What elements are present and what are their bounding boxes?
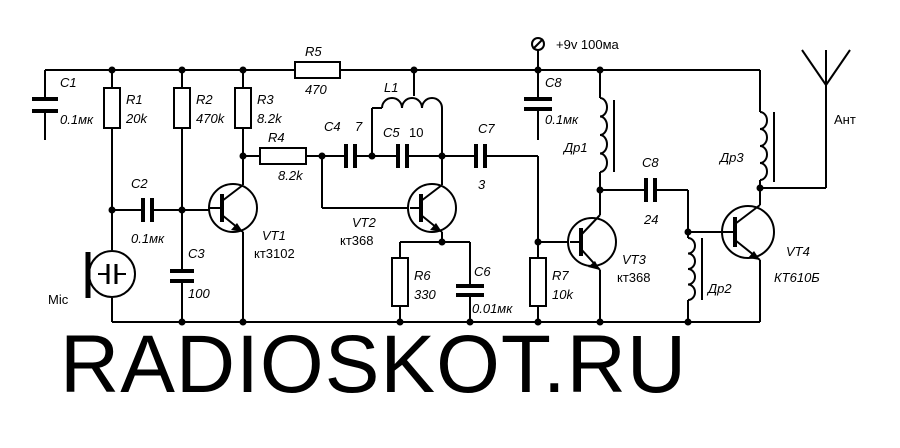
inductor-Dr3: Др3 (718, 111, 775, 182)
R4-value: 8.2k (278, 168, 304, 183)
C8b-ref: C8 (642, 155, 659, 170)
inductor-L1: L1 (381, 80, 443, 109)
R5-value: 470 (305, 82, 327, 97)
R5-ref: R5 (305, 44, 322, 59)
capacitor-C4: C4 7 (324, 119, 363, 168)
C5-value: 10 (409, 125, 423, 140)
inductor-Dr1: Др1 (562, 97, 615, 173)
R7-ref: R7 (552, 268, 569, 283)
R2-ref: R2 (196, 92, 213, 107)
C1-value: 0.1мк (60, 112, 94, 127)
VT4-type: КТ610Б (774, 270, 820, 285)
C1-ref: C1 (60, 75, 77, 90)
C8a-ref: C8 (545, 75, 562, 90)
C2-ref: C2 (131, 176, 148, 191)
power-terminal: +9v 100ма (531, 37, 620, 52)
C5-ref: C5 (383, 125, 400, 140)
microphone: Mic (48, 250, 136, 307)
C7-value: 3 (478, 177, 486, 192)
inductor-Dr2: Др2 (687, 237, 732, 301)
mic-label: Mic (48, 292, 69, 307)
resistor-R1: R1 20k (103, 87, 148, 129)
capacitor-C2: C2 0.1мк (131, 176, 165, 246)
transistor-VT4: VT4 КТ610Б (721, 204, 820, 285)
C8a-value: 0.1мк (545, 112, 579, 127)
R1-ref: R1 (126, 92, 143, 107)
resistor-R3: R3 8.2k (234, 87, 283, 129)
Dr1-ref: Др1 (562, 140, 588, 155)
power-label: +9v 100ма (556, 37, 620, 52)
transistor-VT2: VT2 кт368 (340, 183, 457, 248)
L1-ref: L1 (384, 80, 398, 95)
Dr3-ref: Др3 (718, 150, 744, 165)
capacitor-C8-coupling: C8 24 (642, 155, 659, 227)
VT3-ref: VT3 (622, 252, 647, 267)
antenna-icon: Ант (801, 49, 856, 127)
resistor-R6: R6 330 (391, 257, 436, 307)
VT2-type: кт368 (340, 233, 373, 248)
resistor-R4: R4 8.2k (259, 130, 307, 183)
VT1-type: кт3102 (254, 246, 295, 261)
R7-value: 10k (552, 287, 574, 302)
antenna-label: Ант (834, 112, 856, 127)
VT2-ref: VT2 (352, 215, 377, 230)
R4-ref: R4 (268, 130, 285, 145)
C7-ref: C7 (478, 121, 495, 136)
Dr2-ref: Др2 (706, 281, 732, 296)
capacitor-C3: C3 100 (170, 246, 210, 301)
resistor-R5: R5 470 (294, 44, 341, 97)
C3-ref: C3 (188, 246, 205, 261)
VT4-ref: VT4 (786, 244, 810, 259)
VT3-type: кт368 (617, 270, 650, 285)
R6-value: 330 (414, 287, 436, 302)
VT1-ref: VT1 (262, 228, 286, 243)
C6-ref: C6 (474, 264, 491, 279)
watermark: RADIOSKOT.RU (60, 319, 687, 410)
C6-value: 0.01мк (472, 301, 513, 316)
junctions (108, 66, 764, 326)
C4-ref: C4 (324, 119, 341, 134)
R1-value: 20k (125, 111, 148, 126)
C4-value: 7 (355, 119, 363, 134)
transistor-VT1: VT1 кт3102 (208, 183, 295, 261)
R6-ref: R6 (414, 268, 431, 283)
resistor-R2: R2 470k (173, 87, 226, 129)
R3-value: 8.2k (257, 111, 283, 126)
capacitor-C7: C7 3 (474, 121, 495, 192)
R2-value: 470k (196, 111, 226, 126)
capacitor-C6: C6 0.01мк (456, 264, 513, 316)
C3-value: 100 (188, 286, 210, 301)
capacitor-C1: C1 0.1мк (32, 75, 94, 127)
R3-ref: R3 (257, 92, 274, 107)
transistor-VT3: VT3 кт368 (567, 214, 650, 285)
C2-value: 0.1мк (131, 231, 165, 246)
capacitor-C5: C5 10 (383, 125, 423, 168)
resistor-R7: R7 10k (529, 257, 574, 307)
C8b-value: 24 (643, 212, 658, 227)
capacitor-C8-supply: C8 0.1мк (524, 75, 579, 127)
